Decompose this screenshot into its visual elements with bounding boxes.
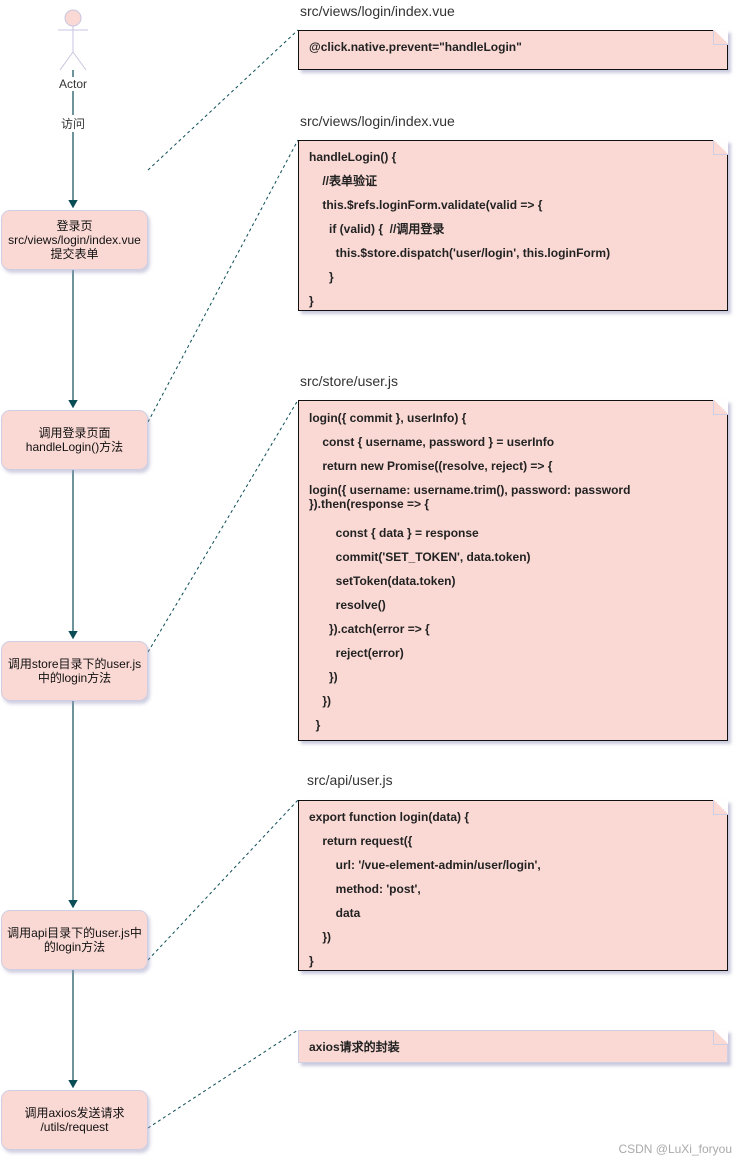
note-link — [147, 1029, 299, 1129]
code-line: resolve() — [309, 598, 386, 612]
code-line: }).catch(error => { — [309, 622, 430, 636]
note-title: src/store/user.js — [300, 373, 399, 389]
code-line: return request({ — [309, 834, 413, 848]
fold-corner — [713, 140, 728, 155]
code-line: export function login(data) { — [309, 810, 469, 824]
code-line: } — [309, 718, 321, 732]
code-line: } — [309, 954, 314, 968]
code-line: const { data } = response — [309, 526, 479, 540]
step-text: handleLogin()方法 — [25, 440, 124, 454]
step-text: 中的login方法 — [37, 671, 112, 685]
step-text: 登录页 — [56, 219, 93, 233]
code-note: axios请求的封装 — [298, 1030, 728, 1063]
code-line: login({ commit }, userInfo) { — [309, 411, 467, 425]
step-text: 调用axios发送请求 — [24, 1106, 125, 1120]
actor-icon — [58, 9, 88, 71]
note-title: src/api/user.js — [307, 772, 393, 788]
code-line: }) — [309, 930, 332, 944]
fold-corner — [713, 400, 728, 415]
fold-corner — [713, 800, 728, 815]
step-text: 提交表单 — [50, 247, 99, 261]
code-line: method: 'post', — [309, 882, 421, 896]
step-text: /utils/request — [40, 1120, 109, 1134]
code-note: login({ commit }, userInfo) { const { us… — [298, 400, 728, 741]
note-title: src/views/login/index.vue — [300, 113, 455, 129]
code-line: const { username, password } = userInfo — [309, 435, 555, 449]
note-link — [147, 29, 299, 171]
note-link — [147, 799, 299, 961]
watermark: CSDN @LuXi_foryou — [618, 1142, 732, 1156]
edge-label: 访问 — [61, 115, 86, 132]
code-line: @click.native.prevent="handleLogin" — [309, 40, 522, 54]
step-text: src/views/login/index.vue — [8, 233, 141, 247]
code-line: } — [309, 294, 314, 308]
actor-label: Actor — [59, 77, 88, 91]
code-line: //表单验证 — [309, 174, 378, 188]
step-axios-request[interactable]: 调用axios发送请求/utils/request — [1, 1090, 148, 1150]
code-line: this.$store.dispatch('user/login', this.… — [309, 246, 611, 260]
code-line: } — [309, 270, 334, 284]
step-text: 调用api目录下的user.js中 — [7, 926, 142, 940]
code-line: return new Promise((resolve, reject) => … — [309, 459, 553, 473]
note-link — [147, 399, 299, 653]
code-line: if (valid) { //调用登录 — [309, 222, 445, 236]
code-line: login({ username: username.trim(), passw… — [309, 483, 631, 511]
fold-corner — [713, 1030, 728, 1045]
code-line: this.$refs.loginForm.validate(valid => { — [309, 198, 543, 212]
step-text: 的login方法 — [43, 940, 106, 954]
code-line: reject(error) — [309, 646, 404, 660]
code-line: url: '/vue-element-admin/user/login', — [309, 858, 541, 872]
code-line: }) — [309, 694, 332, 708]
step-text: 调用登录页面 — [38, 426, 111, 440]
code-line: commit('SET_TOKEN', data.token) — [309, 550, 531, 564]
code-note: export function login(data) { return req… — [298, 800, 728, 971]
code-line: handleLogin() { — [309, 150, 397, 164]
note-link — [147, 139, 299, 423]
code-note: handleLogin() { //表单验证 this.$refs.loginF… — [298, 140, 728, 311]
code-line: data — [309, 906, 361, 920]
step-text: 调用store目录下的user.js — [7, 657, 142, 671]
fold-corner — [713, 30, 728, 45]
code-line: }) — [309, 670, 338, 684]
code-line: axios请求的封装 — [309, 1040, 400, 1054]
code-note: @click.native.prevent="handleLogin" — [298, 30, 728, 70]
code-line: setToken(data.token) — [309, 574, 456, 588]
step-api-login[interactable]: 调用api目录下的user.js中的login方法 — [1, 910, 148, 970]
note-title: src/views/login/index.vue — [300, 3, 455, 19]
